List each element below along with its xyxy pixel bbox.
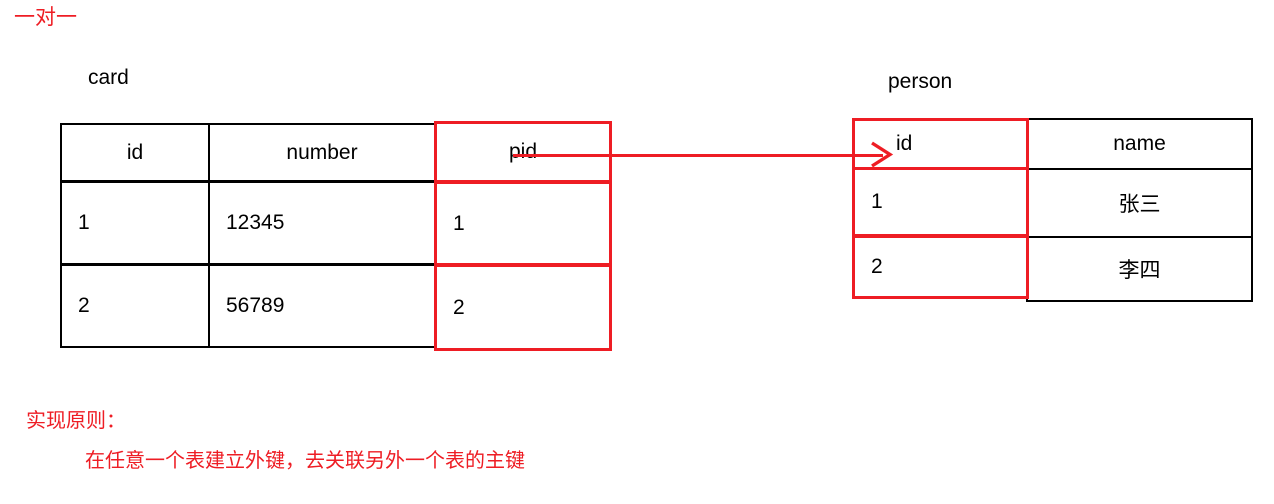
person-table-label: person [888, 70, 953, 93]
person-header-name: name [1026, 118, 1253, 170]
relation-arrow-line [513, 154, 883, 157]
page-title: 一对一 [14, 6, 77, 29]
card-cell-id-row1: 1 [60, 181, 210, 265]
person-cell-name-row1: 张三 [1026, 168, 1253, 238]
relation-arrow-head-icon [866, 139, 898, 171]
card-header-id: id [60, 123, 210, 182]
person-cell-id-row1: 1 [852, 167, 1029, 237]
person-cell-id-row2: 2 [852, 235, 1029, 299]
card-cell-id-row2: 2 [60, 264, 210, 348]
card-cell-pid-row2: 2 [434, 264, 612, 351]
person-cell-name-row2: 李四 [1026, 236, 1253, 302]
principle-text: 在任意一个表建立外键，去关联另外一个表的主键 [85, 450, 525, 472]
card-cell-number-row2: 56789 [208, 264, 436, 348]
principle-heading: 实现原则： [26, 410, 126, 432]
card-header-pid: pid [434, 121, 612, 183]
card-cell-number-row1: 12345 [208, 181, 436, 265]
card-header-number: number [208, 123, 436, 182]
card-cell-pid-row1: 1 [434, 181, 612, 266]
card-table-label: card [88, 66, 129, 89]
